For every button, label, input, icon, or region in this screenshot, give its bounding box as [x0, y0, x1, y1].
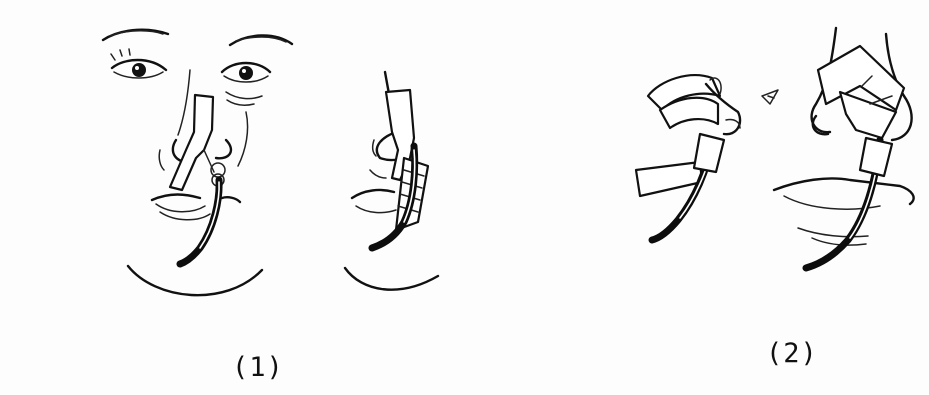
nose-bridge	[178, 70, 190, 135]
mouth	[152, 195, 240, 203]
panel-1-front-face	[103, 30, 292, 295]
panel-2-label: (2)	[766, 338, 818, 369]
chin	[128, 266, 262, 295]
panel-1-side-face	[345, 72, 438, 290]
nose-tape	[170, 95, 213, 190]
panel-1-label: (1)	[232, 352, 284, 383]
right-eye	[222, 63, 270, 105]
panel-2-large-profile	[774, 28, 914, 268]
panel-2-small-profile	[636, 75, 778, 240]
left-eye	[111, 49, 166, 78]
